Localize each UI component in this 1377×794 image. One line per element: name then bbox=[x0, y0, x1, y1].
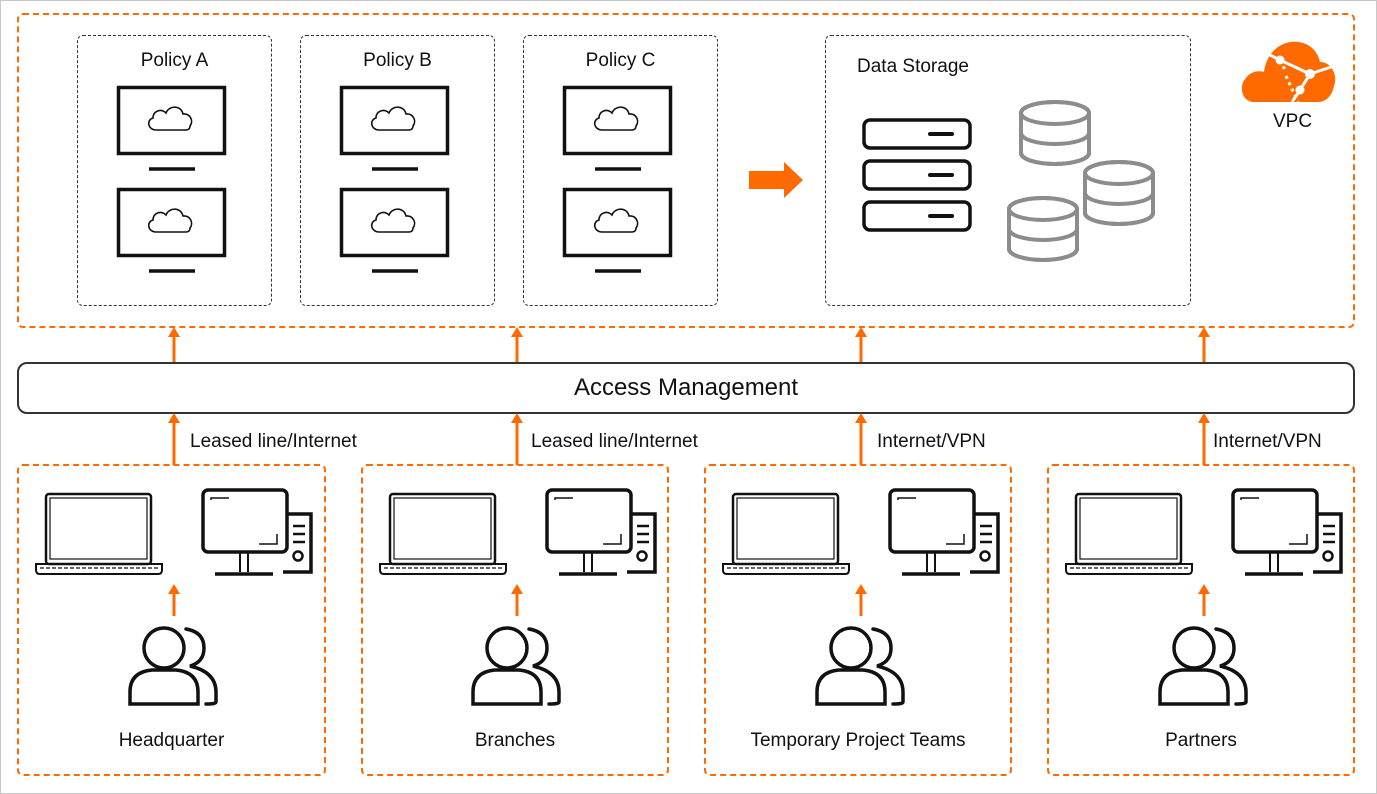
policy-a-box bbox=[77, 35, 272, 306]
cloud-desktop-icon bbox=[562, 187, 673, 273]
arrow-up-icon bbox=[511, 413, 523, 465]
policy-b-box bbox=[300, 35, 495, 306]
vpc-label: VPC bbox=[1273, 111, 1313, 132]
arrow-up-icon bbox=[1198, 327, 1210, 362]
connection-label: Leased line/Internet bbox=[190, 431, 357, 452]
user-group-icon bbox=[471, 626, 561, 706]
arrow-up-icon bbox=[855, 413, 867, 465]
desktop-computer-icon bbox=[1231, 488, 1343, 576]
connection-label: Leased line/Internet bbox=[531, 431, 698, 452]
laptop-icon bbox=[722, 492, 850, 575]
arrow-up-icon bbox=[855, 327, 867, 362]
cloud-desktop-icon bbox=[339, 85, 450, 171]
user-group-icon bbox=[1158, 626, 1248, 706]
user-group-box bbox=[1047, 464, 1355, 776]
user-group-box bbox=[17, 464, 326, 776]
data-storage-box bbox=[825, 35, 1191, 306]
arrow-right-icon bbox=[749, 162, 803, 198]
user-group-icon bbox=[815, 626, 905, 706]
desktop-computer-icon bbox=[545, 488, 657, 576]
policy-c-label: Policy C bbox=[585, 50, 656, 71]
database-icon bbox=[1007, 100, 1155, 262]
desktop-computer-icon bbox=[201, 488, 313, 576]
policy-c-box bbox=[523, 35, 718, 306]
cloud-desktop-icon bbox=[116, 85, 227, 171]
cloud-desktop-icon bbox=[562, 85, 673, 171]
arrow-up-icon bbox=[511, 327, 523, 362]
access-management-label: Access Management bbox=[573, 374, 799, 401]
arrow-up-icon bbox=[1198, 413, 1210, 465]
arrow-up-icon bbox=[168, 584, 180, 616]
user-group-box bbox=[704, 464, 1012, 776]
connection-label: Internet/VPN bbox=[1213, 431, 1322, 452]
arrow-up-icon bbox=[855, 584, 867, 616]
arrow-up-icon bbox=[168, 413, 180, 465]
vpc-cloud-icon bbox=[1241, 41, 1336, 103]
connection-label: Internet/VPN bbox=[877, 431, 986, 452]
user-group-label: Temporary Project Teams bbox=[750, 730, 966, 751]
laptop-icon bbox=[1065, 492, 1193, 575]
data-storage-label: Data Storage bbox=[857, 56, 969, 77]
user-group-icon bbox=[128, 626, 218, 706]
cloud-desktop-icon bbox=[116, 187, 227, 273]
laptop-icon bbox=[379, 492, 507, 575]
desktop-computer-icon bbox=[888, 488, 1000, 576]
cloud-desktop-icon bbox=[339, 187, 450, 273]
user-group-label: Branches bbox=[474, 730, 556, 751]
arrow-up-icon bbox=[1198, 584, 1210, 616]
user-group-box bbox=[361, 464, 669, 776]
laptop-icon bbox=[35, 492, 163, 575]
arrow-up-icon bbox=[168, 327, 180, 362]
access-management-bar bbox=[17, 362, 1355, 414]
server-rack-icon bbox=[862, 118, 972, 232]
user-group-label: Headquarter bbox=[118, 730, 225, 751]
policy-b-label: Policy B bbox=[363, 50, 432, 71]
user-group-label: Partners bbox=[1165, 730, 1237, 751]
arrow-up-icon bbox=[511, 584, 523, 616]
vpc-container bbox=[17, 13, 1355, 328]
policy-a-label: Policy A bbox=[140, 50, 209, 71]
